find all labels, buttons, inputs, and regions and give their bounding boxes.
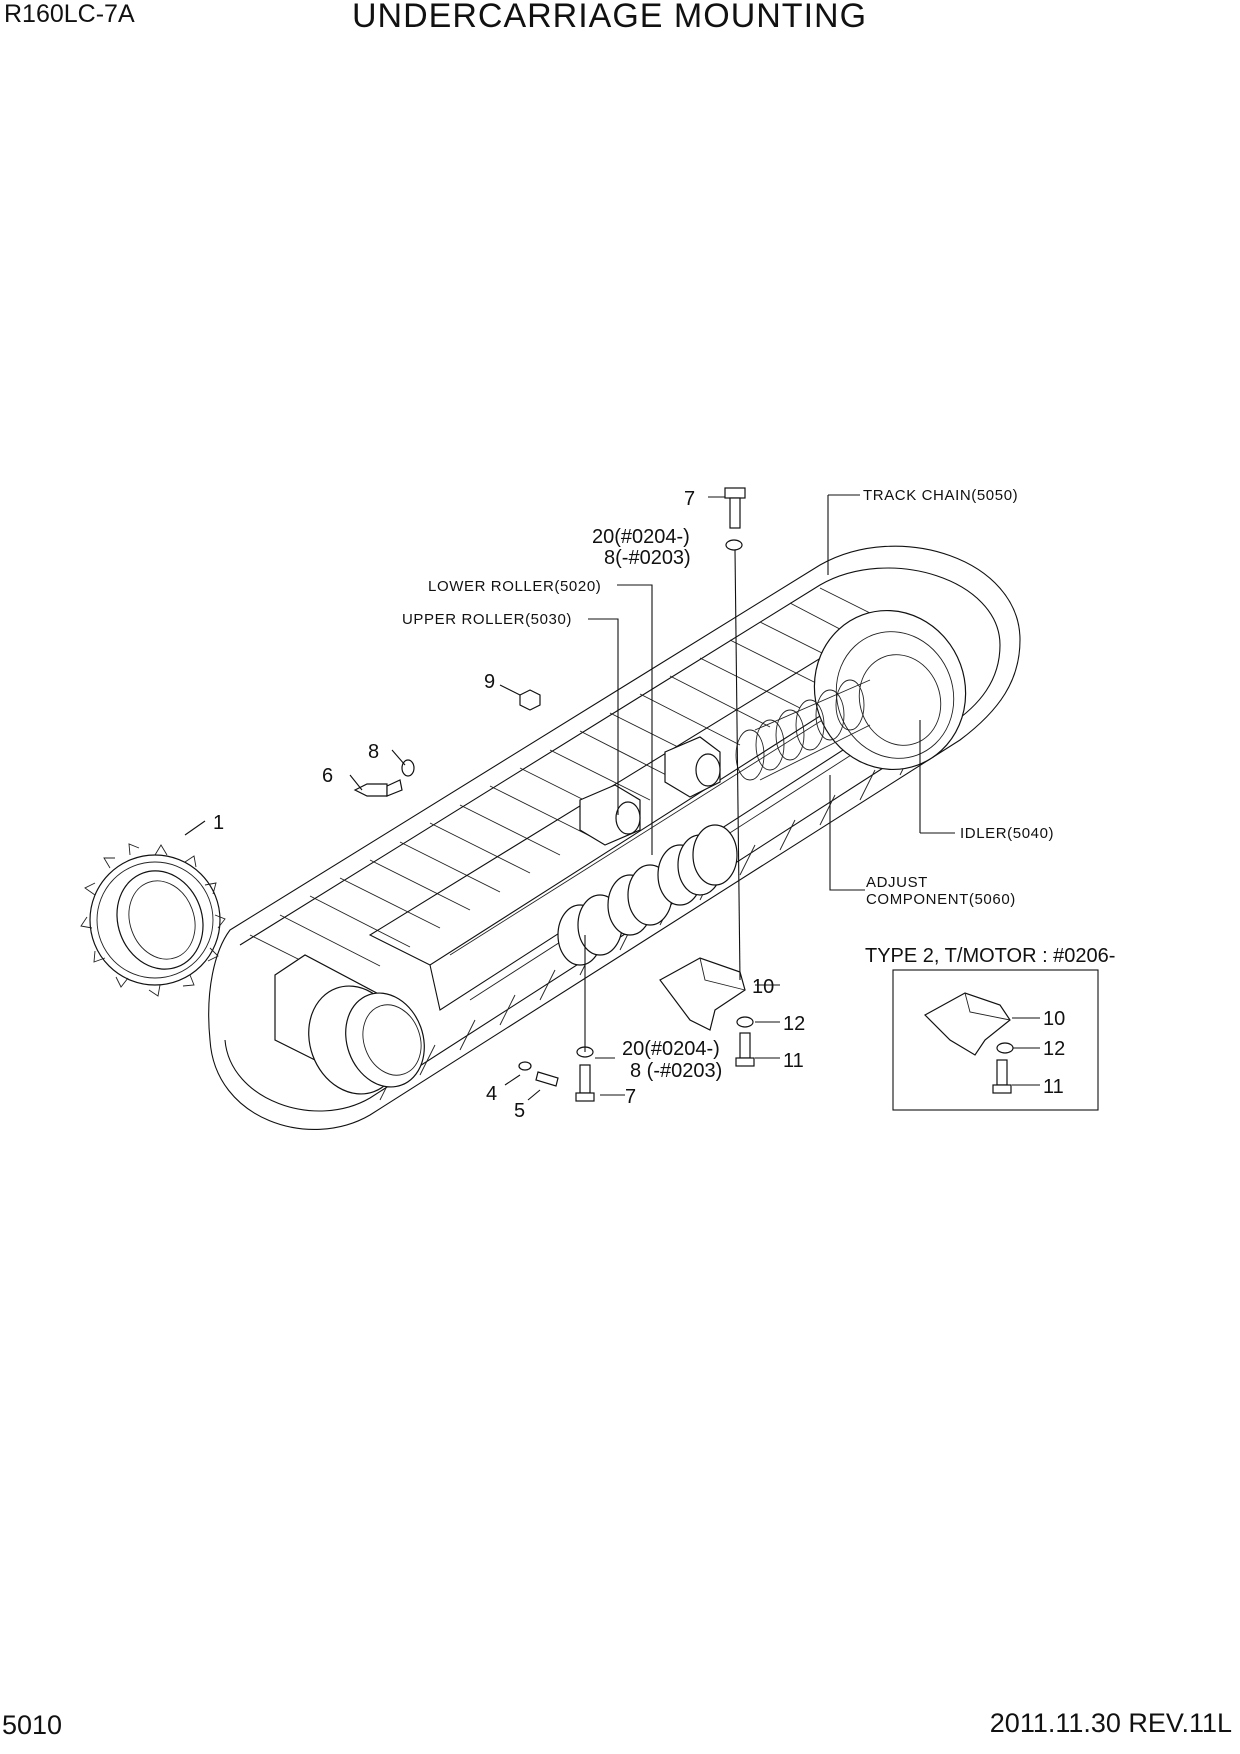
callout-20-top: 20(#0204-): [592, 526, 690, 548]
callout-numbers: 7 20(#0204-) 8(-#0203) 9 8 6 1 10 12 11 …: [213, 488, 805, 1122]
model-code: R160LC-7A: [4, 0, 135, 28]
callout-6: 6: [322, 765, 333, 787]
inset-type2: TYPE 2, T/MOTOR : #0206- 10 12 11: [865, 945, 1115, 1111]
callout-9: 9: [484, 671, 495, 693]
reference-labels: TRACK CHAIN(5050) LOWER ROLLER(5020) UPP…: [402, 487, 1054, 908]
ref-lower-roller: LOWER ROLLER(5020): [428, 578, 601, 595]
inset-callout-10: 10: [1043, 1008, 1065, 1030]
fasteners: [353, 487, 755, 1102]
sprocket: [80, 843, 226, 997]
callout-12: 12: [783, 1013, 805, 1035]
leader-lines: [184, 494, 955, 1101]
callout-20-bottom: 20(#0204-): [622, 1038, 720, 1060]
callout-5: 5: [514, 1100, 525, 1122]
track-assembly: [208, 545, 1021, 1130]
revision-date: 2011.11.30 REV.11L: [989, 1708, 1232, 1738]
callout-4: 4: [486, 1083, 497, 1105]
callout-8-bottom: 8 (-#0203): [630, 1060, 722, 1082]
ref-track-chain: TRACK CHAIN(5050): [863, 487, 1018, 504]
callout-7-top: 7: [684, 488, 695, 510]
inset-frame: [892, 969, 1099, 1111]
callout-1: 1: [213, 812, 224, 834]
callout-8: 8: [368, 741, 379, 763]
inset-callout-11: 11: [1043, 1076, 1064, 1098]
callout-10: 10: [752, 976, 774, 998]
callout-11: 11: [783, 1050, 804, 1072]
ref-adjust-line1: ADJUST: [866, 874, 928, 891]
page-number: 5010: [2, 1710, 63, 1740]
ref-upper-roller: UPPER ROLLER(5030): [402, 611, 572, 628]
ref-idler: IDLER(5040): [960, 825, 1054, 842]
callout-7-bottom: 7: [625, 1086, 636, 1108]
ref-adjust-line2: COMPONENT(5060): [866, 891, 1016, 908]
inset-callout-12: 12: [1043, 1038, 1065, 1060]
inset-title: TYPE 2, T/MOTOR : #0206-: [865, 945, 1115, 967]
page-title: UNDERCARRIAGE MOUNTING: [352, 0, 868, 35]
callout-8-top: 8(-#0203): [604, 547, 691, 569]
